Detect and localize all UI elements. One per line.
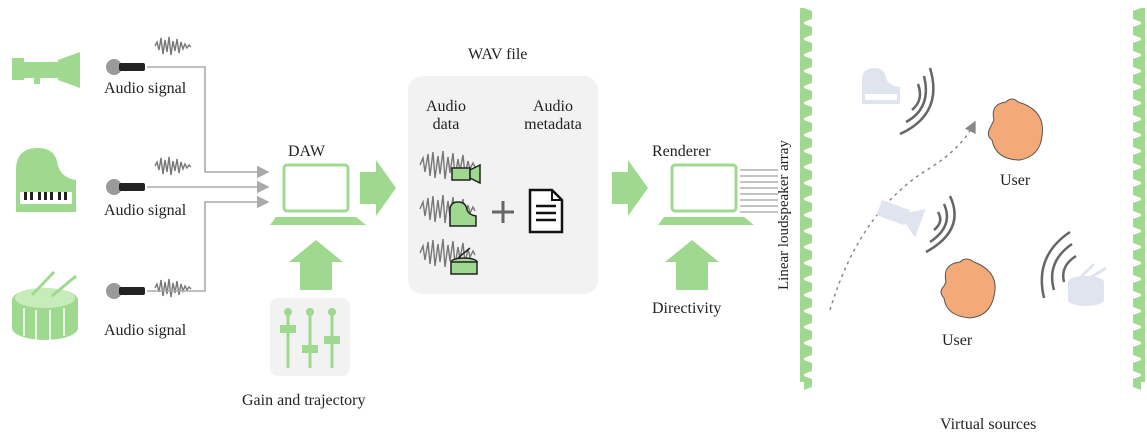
gain-trajectory-label: Gain and trajectory (242, 392, 366, 409)
loudspeaker-element (804, 8, 812, 390)
audio-metadata-label: Audio metadata (524, 98, 582, 133)
sound-wave-icon (899, 67, 935, 136)
audio-data-label: Audio data (426, 98, 466, 133)
trajectory-path (829, 120, 976, 311)
daw-label: DAW (288, 143, 325, 160)
sound-wave-icon (1040, 230, 1077, 299)
camera-icon (876, 200, 926, 238)
directivity-label: Directivity (652, 300, 722, 317)
waveform-icon (154, 278, 192, 298)
piano-icon (16, 148, 76, 212)
drum-icon (12, 270, 78, 340)
mixer-icon (270, 298, 350, 376)
audio-signal-label: Audio signal (104, 202, 187, 219)
renderer-label: Renderer (652, 143, 711, 160)
waveform-icon (154, 156, 192, 176)
output-lines (740, 169, 778, 213)
loudspeaker-array-left (800, 8, 812, 390)
loudspeaker-frame (1141, 8, 1145, 382)
drum-icon (450, 247, 478, 275)
user-head-icon (987, 98, 1043, 161)
microphone-icon (106, 59, 145, 75)
arrow-directivity-up (665, 240, 719, 290)
audio-signal-label: Audio signal (104, 322, 187, 339)
user-head-icon (940, 258, 996, 319)
microphone-icon (106, 283, 145, 299)
audio-signal-label: Audio signal (104, 80, 187, 97)
plus-icon (492, 201, 514, 223)
waveform-icon (154, 36, 192, 56)
document-icon (528, 188, 564, 234)
loudspeaker-array-label: Linear loudspeaker array (776, 140, 792, 290)
user-label: User (942, 332, 973, 349)
arrow-daw-to-wav (360, 160, 396, 216)
drum-icon (1068, 262, 1107, 306)
arrow-wav-to-renderer (612, 160, 648, 216)
wav-file-title: WAV file (468, 46, 528, 63)
virtual-sources-label: Virtual sources (940, 416, 1037, 433)
loudspeaker-array-right (1133, 8, 1145, 390)
loudspeaker-element (1133, 8, 1141, 390)
sound-wave-icon (925, 195, 956, 254)
laptop-icon (656, 163, 756, 227)
wav-file-panel (408, 76, 598, 294)
camera-icon (451, 163, 481, 185)
user-label: User (1000, 172, 1031, 189)
piano-icon (449, 201, 477, 227)
microphone-icon (106, 179, 145, 195)
trumpet-icon (12, 52, 80, 88)
loudspeaker-frame (800, 8, 804, 382)
arrow-gain-up (289, 240, 343, 290)
piano-icon (862, 68, 900, 104)
laptop-icon (268, 163, 368, 227)
signal-connectors (147, 66, 270, 292)
